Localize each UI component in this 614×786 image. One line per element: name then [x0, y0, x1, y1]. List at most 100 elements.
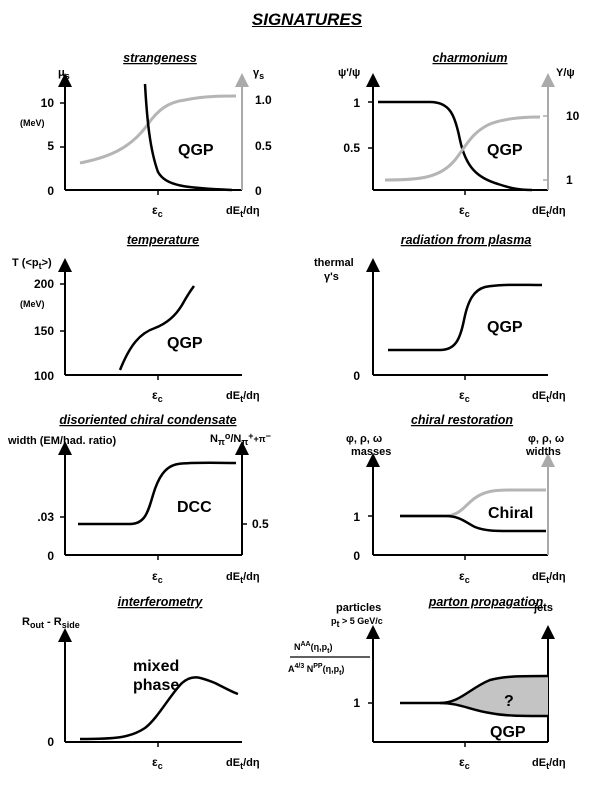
panel-charmonium: charmonium ψ'/ψ Υ/ψ 1 0.5 10 1 QGP εc dE…	[338, 51, 580, 219]
y-tick: 0	[47, 184, 54, 198]
y-left-label: particles	[336, 602, 381, 614]
x-axis-label: dEt/dη	[226, 757, 260, 771]
y-unit: (MeV)	[20, 299, 45, 309]
panel-title: charmonium	[432, 51, 507, 65]
y-tick: 0	[353, 549, 360, 563]
y-left-label: pt > 5 GeV/c	[331, 616, 383, 629]
region-label: QGP	[490, 724, 526, 741]
panel-temperature: temperature T (<pt>) 200 (MeV) 150 100 Q…	[12, 233, 260, 404]
x-critical-label: εc	[459, 569, 470, 585]
y-tick: 1	[353, 96, 360, 110]
widths-curve	[400, 488, 546, 518]
y-left-label: T (<pt>)	[12, 257, 52, 271]
x-axis-label: dEt/dη	[226, 390, 260, 404]
ratio-denominator: A4/3 NPP(η,pt)	[288, 663, 344, 677]
x-axis-label: dEt/dη	[532, 390, 566, 404]
panel-interferometry: interferometry Rout - Rside 0 mixed phas…	[22, 595, 260, 771]
y-left-label: ψ'/ψ	[338, 67, 360, 79]
region-label: QGP	[487, 142, 523, 159]
gamma-s-curve	[79, 94, 237, 165]
y-left-label: width (EM/had. ratio)	[7, 435, 116, 447]
upsilon-ratio-curve	[384, 115, 541, 182]
y-left-label: φ, ρ, ω	[346, 433, 382, 445]
y-tick-right: 0.5	[255, 139, 272, 153]
x-critical-label: εc	[152, 203, 163, 219]
radius-difference-curve	[79, 676, 239, 741]
region-label: phase	[133, 677, 179, 694]
psi-ratio-curve	[378, 100, 533, 192]
y-left-label: Rout - Rside	[22, 616, 80, 630]
region-label: Chiral	[488, 505, 533, 522]
y-left-label: thermal	[314, 257, 354, 269]
y-tick: 0	[47, 735, 54, 749]
y-left-label: μs	[58, 67, 70, 81]
y-tick: 5	[47, 139, 54, 153]
y-right-label: Nπo/Nπ++π−	[210, 431, 271, 447]
x-critical-label: εc	[459, 203, 470, 219]
panel-title: interferometry	[118, 595, 204, 609]
y-right-label: widths	[525, 446, 561, 458]
y-left-label: γ's	[324, 271, 339, 283]
x-critical-label: εc	[152, 755, 163, 771]
y-tick: 0	[47, 549, 54, 563]
x-axis-label: dEt/dη	[226, 571, 260, 585]
region-label: QGP	[178, 142, 214, 159]
y-tick: .03	[37, 510, 54, 524]
x-critical-label: εc	[152, 569, 163, 585]
y-right-label: φ, ρ, ω	[528, 433, 564, 445]
panel-chiral: chiral restoration φ, ρ, ω masses φ, ρ, …	[346, 413, 566, 585]
y-unit: (MeV)	[20, 118, 45, 128]
temperature-curve	[118, 285, 196, 371]
y-left-label: masses	[351, 446, 391, 458]
y-tick: 10	[41, 96, 55, 110]
ratio-numerator: NAA(η,pt)	[294, 641, 332, 655]
x-axis-label: dEt/dη	[532, 757, 566, 771]
y-tick: 0	[353, 369, 360, 383]
y-tick-right: 0	[255, 184, 262, 198]
panel-title: strangeness	[123, 51, 197, 65]
y-tick: 0.5	[343, 141, 360, 155]
y-tick: 150	[34, 324, 54, 338]
unknown-marker: ?	[504, 693, 514, 710]
x-axis-label: dEt/dη	[532, 571, 566, 585]
region-label: QGP	[487, 319, 523, 336]
y-right-label: γs	[253, 67, 264, 81]
panel-title: chiral restoration	[411, 413, 513, 427]
thermal-photon-curve	[388, 283, 543, 352]
y-tick: 100	[34, 369, 54, 383]
panel-dcc: disoriented chiral condensate width (EM/…	[7, 413, 271, 585]
panel-title: disoriented chiral condensate	[59, 413, 236, 427]
x-critical-label: εc	[459, 388, 470, 404]
panel-strangeness: strangeness μs γs 10 (MeV) 5 0 1.0 0.5 0…	[20, 51, 272, 219]
x-axis-label: dEt/dη	[532, 205, 566, 219]
masses-curve	[400, 514, 546, 533]
panel-parton: parton propagation particles pt > 5 GeV/…	[288, 595, 566, 771]
lower-curve	[439, 701, 549, 718]
figure-title: SIGNATURES	[251, 10, 363, 29]
y-tick-right: 0.5	[252, 517, 269, 531]
y-tick: 1	[353, 696, 360, 710]
mu-s-curve	[143, 83, 233, 192]
x-critical-label: εc	[152, 388, 163, 404]
panel-title: temperature	[127, 233, 199, 247]
region-label: DCC	[177, 499, 212, 516]
y-tick-right: 1	[566, 173, 573, 187]
y-tick-right: 1.0	[255, 93, 272, 107]
y-right-label: Υ/ψ	[556, 67, 575, 79]
y-right-label: jets	[533, 602, 553, 614]
x-critical-label: εc	[459, 755, 470, 771]
dcc-curve	[78, 461, 237, 526]
y-tick: 200	[34, 277, 54, 291]
upper-curve	[400, 674, 549, 705]
panel-radiation: radiation from plasma thermal γ's 0 QGP …	[314, 233, 566, 404]
x-axis-label: dEt/dη	[226, 205, 260, 219]
y-tick: 1	[353, 510, 360, 524]
y-tick-right: 10	[566, 109, 580, 123]
panel-title: parton propagation	[428, 595, 544, 609]
region-label: mixed	[133, 658, 179, 675]
uncertainty-band	[440, 676, 548, 716]
panel-title: radiation from plasma	[401, 233, 532, 247]
region-label: QGP	[167, 335, 203, 352]
